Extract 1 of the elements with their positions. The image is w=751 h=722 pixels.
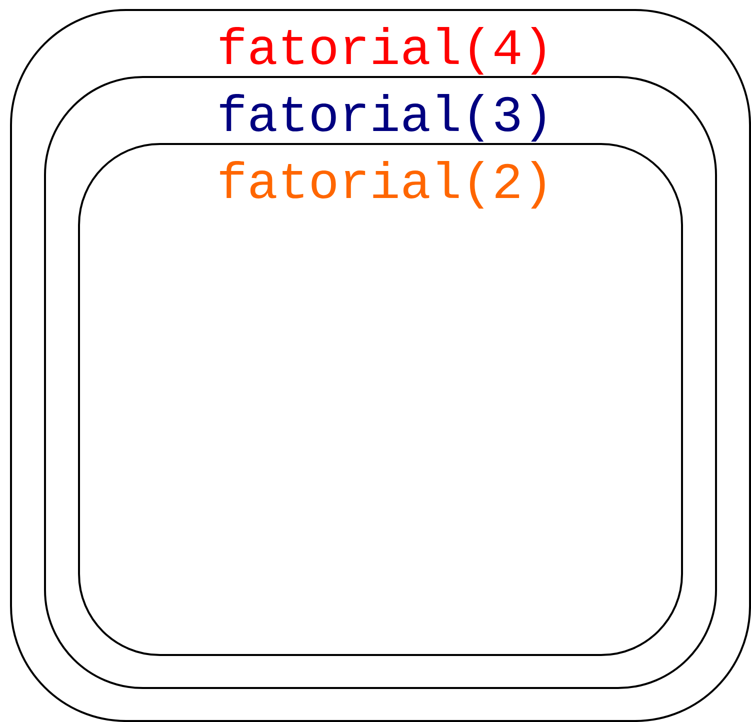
rounded-box: fatorial(2) [78, 143, 683, 656]
